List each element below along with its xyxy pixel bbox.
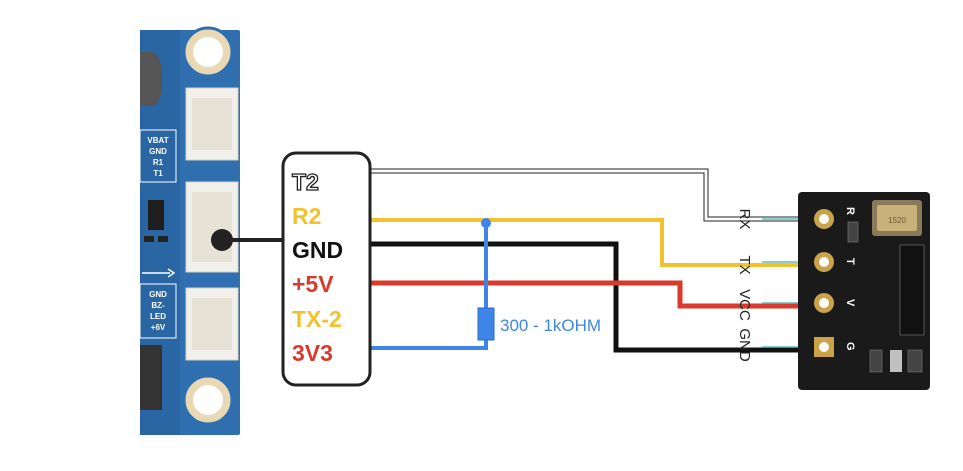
silk-label-vbat: VBAT	[147, 136, 168, 145]
mounting-hole-bottom-inner	[193, 385, 223, 415]
crystal	[877, 205, 917, 231]
board-connector-top-inner	[192, 98, 232, 150]
pin-label-rx: RX	[736, 209, 753, 230]
silk-label-gnd: GND	[149, 147, 167, 156]
silk-label-gnd-2: GND	[149, 290, 167, 299]
wire-junction-dot	[481, 218, 491, 228]
board-smd-2	[158, 236, 168, 242]
module-smd-4	[907, 349, 923, 373]
silk-label-6v: +6V	[151, 323, 166, 332]
crystal-text: 1520	[888, 216, 906, 225]
module-chip	[899, 244, 925, 336]
board-smd-1	[144, 236, 154, 242]
resistor-label: 300 - 1kOHM	[500, 316, 601, 335]
left-board: VBAT GND R1 T1 GND BZ- LED +6V	[139, 26, 240, 435]
pin-label-vcc: VCC	[736, 289, 753, 321]
label-5v: +5V	[292, 271, 334, 297]
board-chip-bottom	[140, 345, 162, 410]
silk-label-bz: BZ-	[151, 301, 165, 310]
silkscreen-box-bottom	[139, 283, 177, 339]
silk-label-r1: R1	[153, 158, 164, 167]
silkscreen-box-top	[139, 129, 177, 183]
board-chip	[148, 200, 164, 230]
pad-gnd-hole	[819, 342, 829, 352]
pad-rx-hole	[819, 214, 829, 224]
connector-box: T2 R2 GND +5V TX-2 3V3	[281, 151, 372, 387]
right-module: RX TX VCC GND 1520 R T V G	[736, 192, 930, 390]
board-component-round	[140, 52, 162, 106]
module-silk-t: T	[844, 258, 856, 265]
pointer-dot	[211, 229, 233, 251]
label-gnd: GND	[292, 237, 343, 263]
label-r2: R2	[292, 203, 321, 229]
label-tx2: TX-2	[292, 306, 342, 332]
board-connector-bottom-inner	[192, 298, 232, 350]
module-smd-3	[890, 350, 902, 372]
connector-outline	[281, 151, 372, 387]
silk-arrow-icon	[167, 268, 176, 278]
wire-3v3	[370, 226, 488, 350]
label-t2: T2	[292, 169, 319, 195]
pad-tx-hole	[819, 257, 829, 267]
label-3v3: 3V3	[292, 340, 333, 366]
wire-gnd	[370, 241, 800, 353]
module-smd-2	[869, 349, 883, 373]
silk-label-led: LED	[150, 312, 166, 321]
resistor-body	[477, 307, 495, 341]
module-smd-1	[847, 221, 859, 243]
wire-r2	[370, 218, 800, 267]
module-silk-r: R	[844, 207, 856, 215]
pin-label-gnd: GND	[736, 328, 753, 362]
module-silk-v: V	[844, 299, 856, 307]
board-pointer	[211, 229, 288, 251]
wires: 300 - 1kOHM	[370, 168, 800, 353]
wire-5v	[370, 280, 800, 309]
mounting-hole-top-inner	[193, 37, 223, 67]
pad-vcc-hole	[819, 298, 829, 308]
silk-label-t1: T1	[153, 169, 163, 178]
wire-t2	[370, 169, 800, 221]
board-connector-mid-inner	[192, 192, 232, 262]
wire-t2-outline	[370, 168, 800, 222]
pin-label-tx: TX	[736, 255, 753, 274]
module-silk-g: G	[844, 342, 856, 351]
